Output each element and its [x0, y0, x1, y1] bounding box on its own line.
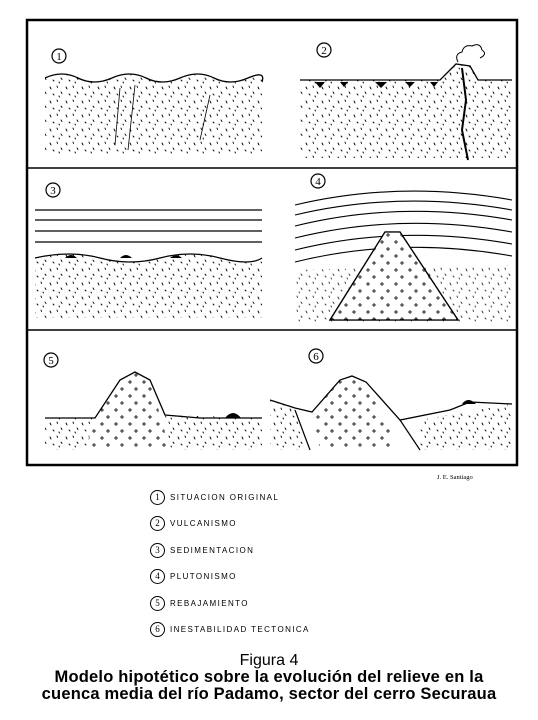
- legend-label: INESTABILIDAD TECTONICA: [170, 625, 310, 635]
- author-credit: J. E. Santiago: [437, 474, 473, 481]
- legend-item: 3 SEDIMENTACION: [150, 537, 390, 564]
- legend-label: SITUACION ORIGINAL: [170, 492, 280, 502]
- panel-labels: 1 2 3 4 5 6: [43, 42, 332, 368]
- panel-3-drawing: [34, 209, 263, 318]
- panel-4-drawing: [294, 190, 513, 322]
- legend-label: REBAJAMIENTO: [170, 598, 249, 608]
- panel-6-label: 6: [313, 351, 319, 363]
- legend-item: 1 SITUACION ORIGINAL: [150, 484, 390, 511]
- caption-title: Figura 4: [239, 652, 299, 669]
- panel-2-label: 2: [321, 45, 327, 57]
- legend-item: 5 REBAJAMIENTO: [150, 590, 390, 617]
- legend-number: 2: [150, 516, 165, 532]
- panel-1-drawing: [44, 73, 264, 155]
- legend-label: PLUTONISMO: [170, 572, 237, 582]
- legend-item: 2 VULCANISMO: [150, 511, 390, 538]
- figure-frame: [25, 18, 519, 467]
- legend-number: 4: [150, 569, 165, 585]
- panel-4-label: 4: [315, 176, 321, 188]
- legend-number: 1: [150, 489, 165, 505]
- panel-3-label: 3: [50, 185, 56, 197]
- panel-6-drawing: [269, 375, 513, 451]
- legend-label: VULCANISMO: [170, 519, 237, 529]
- legend-item: 6 INESTABILIDAD TECTONICA: [150, 617, 390, 644]
- figure-caption: Figura 4 Modelo hipotético sobre la evol…: [0, 652, 538, 703]
- legend-label: SEDIMENTACION: [170, 545, 255, 555]
- panel-5-label: 5: [48, 355, 54, 367]
- panel-5-drawing: [45, 371, 262, 450]
- panel-2-drawing: [300, 44, 512, 161]
- legend-item: 4 PLUTONISMO: [150, 564, 390, 591]
- panel-1-label: 1: [56, 51, 62, 63]
- legend-number: 6: [150, 622, 165, 638]
- legend-number: 5: [150, 595, 165, 611]
- legend-number: 3: [150, 542, 165, 558]
- caption-line-1: Modelo hipotético sobre la evolución del…: [54, 668, 484, 686]
- legend: 1 SITUACION ORIGINAL 2 VULCANISMO 3 SEDI…: [150, 484, 390, 643]
- caption-line-2: cuenca media del río Padamo, sector del …: [41, 685, 497, 703]
